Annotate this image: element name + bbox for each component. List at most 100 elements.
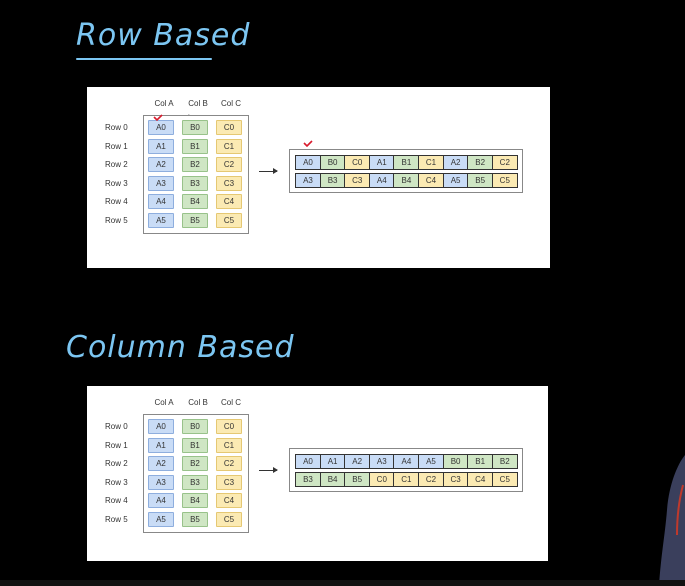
storage-cell: A5 [442, 173, 469, 188]
table-cell: B0 [182, 120, 208, 135]
storage-cell: C2 [491, 155, 518, 170]
table-cell: C4 [216, 493, 242, 509]
row-label: Row 5 [105, 515, 128, 524]
table-cell: B1 [182, 138, 208, 154]
table-cell: C0 [216, 120, 242, 135]
table-cell: C2 [216, 157, 242, 173]
storage-cell: A4 [368, 173, 395, 188]
arrow-icon [259, 168, 278, 174]
storage-cell: A3 [368, 454, 395, 469]
row-label: Row 2 [105, 459, 128, 469]
storage-cell: C0 [344, 155, 371, 170]
table-cell: B5 [182, 512, 208, 527]
storage-cell: A1 [368, 155, 395, 170]
storage-cell: C5 [491, 173, 518, 188]
heading-underline [76, 58, 212, 60]
storage-cell: C2 [418, 472, 444, 487]
storage-cell: A0 [295, 454, 321, 469]
table-cell: B3 [182, 175, 208, 191]
storage-cell: C1 [393, 472, 420, 487]
storage-cell: C4 [467, 472, 494, 487]
column-header: Col B [188, 398, 208, 407]
table-cell: A5 [148, 512, 174, 527]
storage-cell: A3 [295, 173, 321, 188]
table-cell: B2 [182, 456, 208, 472]
column-header: Col C [220, 398, 241, 407]
row-label: Row 5 [105, 216, 128, 225]
table-cell: C5 [216, 512, 242, 527]
table-cell: A5 [148, 213, 174, 228]
table-cell: A0 [148, 120, 174, 135]
table-cell: A3 [148, 474, 174, 490]
table-cell: C5 [216, 213, 242, 228]
column-header: Col A [154, 398, 174, 407]
table-cell: A4 [148, 493, 174, 509]
column-header: Col C [220, 99, 241, 108]
storage-cell: B3 [295, 472, 321, 487]
storage-cell: B0 [319, 155, 346, 170]
row-label: Row 2 [105, 160, 128, 170]
table-cell: A1 [148, 437, 174, 453]
table-cell: B4 [182, 194, 208, 210]
table-cell: A0 [148, 419, 174, 434]
table-cell: A4 [148, 194, 174, 210]
checkmark-annotation-icon [153, 114, 163, 121]
table-cell: C1 [216, 138, 242, 154]
row-label: Row 3 [105, 178, 128, 188]
storage-cell: A2 [442, 155, 469, 170]
storage-cell: B1 [467, 454, 494, 469]
video-bottom-bar [0, 580, 685, 586]
storage-cell: B4 [393, 173, 420, 188]
row-label: Row 1 [105, 440, 128, 450]
table-cell: C3 [216, 175, 242, 191]
table-cell: C1 [216, 437, 242, 453]
storage-cell: B5 [467, 173, 494, 188]
storage-cell: C1 [418, 155, 444, 170]
table-cell: A1 [148, 138, 174, 154]
storage-cell: B0 [442, 454, 469, 469]
arrow-icon [259, 467, 278, 473]
row-label: Row 4 [105, 496, 128, 506]
table-cell: C2 [216, 456, 242, 472]
column-header: Col A [154, 99, 174, 108]
row-label: Row 3 [105, 477, 128, 487]
storage-cell: B2 [467, 155, 494, 170]
storage-cell: B1 [393, 155, 420, 170]
storage-cell: A1 [319, 454, 346, 469]
table-cell: B2 [182, 157, 208, 173]
row-based-heading: Row Based [76, 18, 251, 53]
storage-cell: A4 [393, 454, 420, 469]
checkmark-annotation-icon [303, 140, 313, 147]
row-label: Row 0 [105, 123, 128, 132]
storage-cell: C3 [442, 472, 469, 487]
storage-cell: B2 [491, 454, 518, 469]
storage-cell: A2 [344, 454, 371, 469]
table-cell: C3 [216, 474, 242, 490]
storage-cell: C0 [368, 472, 395, 487]
table-cell: A2 [148, 456, 174, 472]
table-cell: A3 [148, 175, 174, 191]
storage-cell: C4 [418, 173, 444, 188]
column-based-heading: Column Based [66, 330, 295, 365]
table-cell: B5 [182, 213, 208, 228]
table-cell: C0 [216, 419, 242, 434]
table-cell: C4 [216, 194, 242, 210]
row-based-panel: Col A Col B Col C Row 0 Row 1 Row 2 Row 3 Row 4… [87, 87, 550, 268]
column-header: Col B [188, 99, 208, 108]
storage-cell: C3 [344, 173, 371, 188]
storage-cell: B3 [319, 173, 346, 188]
row-label: Row 4 [105, 197, 128, 207]
table-cell: B0 [182, 419, 208, 434]
table-cell: B4 [182, 493, 208, 509]
storage-cell: C5 [491, 472, 518, 487]
storage-cell: B5 [344, 472, 371, 487]
row-label: Row 1 [105, 141, 128, 151]
table-cell: A2 [148, 157, 174, 173]
storage-cell: A5 [418, 454, 444, 469]
storage-cell: B4 [319, 472, 346, 487]
